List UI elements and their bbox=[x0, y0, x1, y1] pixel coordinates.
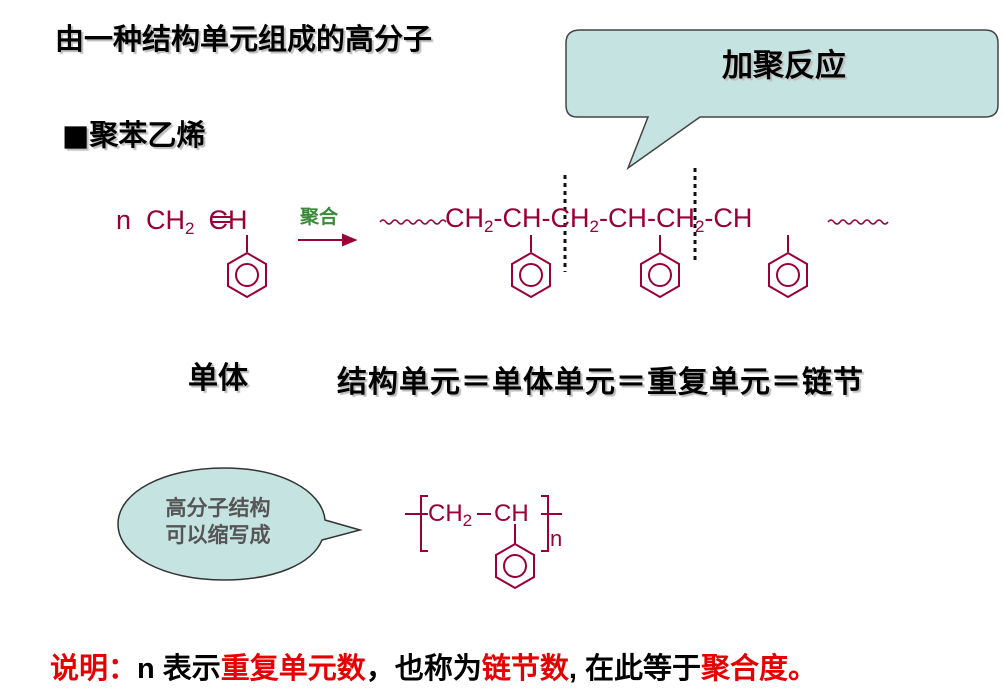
note-text: , 在此等于 bbox=[568, 653, 701, 685]
abbrev-ch2: CH2 bbox=[428, 500, 472, 531]
coefficient-n: n bbox=[116, 205, 132, 235]
monomer-ch2: CH bbox=[146, 205, 186, 235]
repeat-brackets bbox=[405, 495, 562, 552]
callout-shape bbox=[565, 29, 999, 171]
chain-unit-ch2: CH bbox=[445, 203, 484, 233]
monomer-sub: 2 bbox=[185, 219, 195, 238]
chain-unit-ch: CH bbox=[502, 203, 542, 233]
ring-bonds bbox=[246, 235, 789, 545]
note-prefix: 说明： bbox=[50, 653, 138, 685]
chain-sub: 2 bbox=[484, 217, 494, 236]
benzene-ring-abbrev bbox=[495, 542, 535, 590]
chain-sub: 2 bbox=[694, 217, 705, 236]
wavy-chain-left bbox=[379, 219, 447, 225]
note-highlight-chain-count: 链节数 bbox=[481, 653, 569, 685]
benzene-ring-monomer bbox=[227, 251, 267, 299]
chain-unit-ch2: CH bbox=[655, 203, 695, 233]
chain-dash: - bbox=[646, 203, 656, 233]
note-text: ，也称为 bbox=[365, 653, 482, 685]
arrow-label-polymerize: 聚合 bbox=[300, 206, 339, 228]
chain-unit-ch: CH bbox=[713, 203, 753, 233]
benzene-ring-2 bbox=[640, 251, 680, 299]
bullet-polystyrene: ■聚苯乙烯 bbox=[62, 118, 206, 152]
bubble-text: 高分子结构 可以缩写成 bbox=[138, 494, 298, 548]
benzene-ring-1 bbox=[511, 251, 551, 299]
speech-bubble-shape bbox=[117, 467, 363, 581]
chain-sub: 2 bbox=[589, 217, 599, 236]
explanation-note: 说明：n 表示重复单元数，也称为链节数, 在此等于聚合度。 bbox=[50, 645, 817, 687]
benzene-ring-3 bbox=[768, 251, 808, 299]
callout-addition-polymerization: 加聚反应 bbox=[722, 48, 846, 84]
structural-unit-equation: 结构单元＝单体单元＝重复单元＝链节 bbox=[337, 365, 864, 400]
wavy-chain-right bbox=[827, 219, 889, 225]
note-highlight-repeat-units: 重复单元数 bbox=[220, 653, 366, 685]
chain-dash: - bbox=[704, 203, 714, 233]
note-text: n 表示 bbox=[137, 653, 221, 685]
bubble-line-2: 可以缩写成 bbox=[165, 522, 271, 547]
monomer-label: 单体 bbox=[188, 361, 248, 396]
abbrev-ch2-text: CH bbox=[428, 500, 463, 527]
chain-unit-ch2: CH bbox=[550, 203, 590, 233]
note-highlight-degree: 聚合度。 bbox=[700, 653, 817, 685]
polymer-chain: CH2-CH-CH2-CH-CH2-CH bbox=[445, 203, 752, 237]
chain-dash: - bbox=[598, 203, 608, 233]
monomer-ch: CH bbox=[208, 205, 248, 235]
chain-dash: - bbox=[493, 203, 503, 233]
chain-dash: - bbox=[541, 203, 551, 233]
page-title: 由一种结构单元组成的高分子 bbox=[55, 22, 433, 56]
abbrev-ch: CH bbox=[494, 500, 529, 527]
abbrev-n: n bbox=[550, 526, 563, 551]
abbrev-sub: 2 bbox=[462, 511, 473, 530]
reaction-arrow bbox=[298, 233, 358, 247]
chain-unit-ch: CH bbox=[607, 203, 647, 233]
double-bond bbox=[211, 216, 232, 223]
bubble-line-1: 高分子结构 bbox=[165, 495, 271, 520]
repeat-unit-separators bbox=[563, 168, 697, 272]
